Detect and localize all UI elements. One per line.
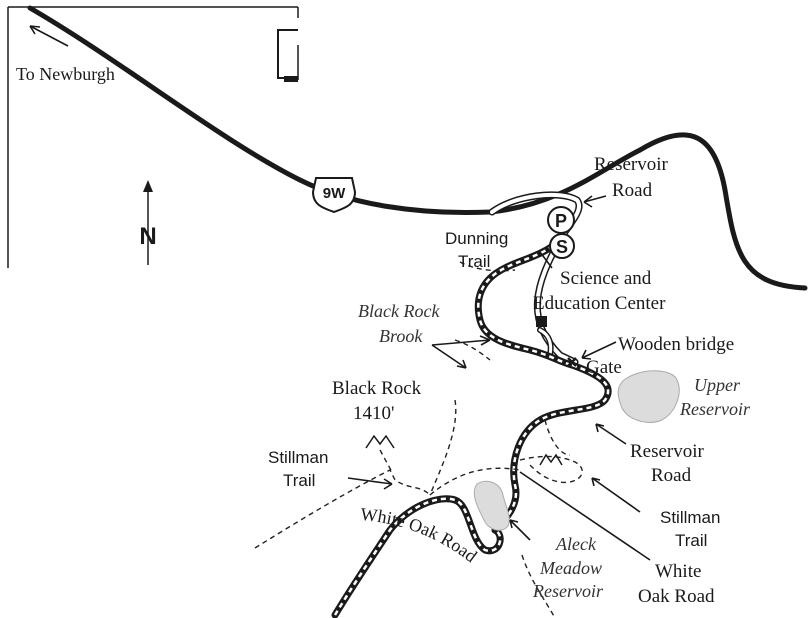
route-shield-label: 9W — [323, 185, 346, 202]
gate-marker — [567, 357, 577, 367]
parking-marker: P — [547, 206, 575, 234]
to-newburgh-label: To Newburgh — [16, 64, 115, 84]
to-newburgh-arrow — [29, 25, 69, 47]
stillman-trail-left-line1: Stillman — [268, 448, 328, 467]
north-label: N — [139, 223, 156, 250]
aleck-meadow-reservoir-shape — [473, 480, 510, 531]
white-oak-road — [331, 495, 504, 618]
black-rock-peak-elevation: 1410' — [353, 403, 394, 424]
reservoir-road-mid-line2: Road — [651, 465, 692, 486]
pointer-arrows — [347, 195, 651, 561]
dunning-trail-line2: Trail — [458, 252, 490, 271]
route-9w-road — [27, 5, 808, 291]
black-rock-peak-name: Black Rock — [332, 378, 422, 399]
gate-label: Gate — [586, 357, 622, 378]
science-marker: S — [549, 233, 575, 259]
stillman-trail-right-line2: Trail — [675, 531, 707, 550]
aleck-meadow-line2: Meadow — [539, 558, 602, 578]
route-9w-shield: 9W — [311, 177, 357, 214]
stillman-trail-left-line2: Trail — [283, 471, 315, 490]
stillman-trail-right-line1: Stillman — [660, 508, 720, 527]
reservoir-road-south — [491, 361, 612, 534]
white-oak-road-right-line1: White — [655, 561, 701, 582]
white-oak-road-right-line2: Oak Road — [638, 586, 715, 607]
black-rock-brook-line1: Black Rock — [358, 301, 440, 321]
science-center-building — [536, 316, 547, 327]
upper-reservoir-line2: Reservoir — [679, 399, 751, 419]
science-center-line2: Education Center — [533, 293, 666, 314]
wooden-bridge-label: Wooden bridge — [618, 334, 734, 355]
dunning-trail-line1: Dunning — [445, 229, 508, 248]
inset-frame — [7, 6, 299, 268]
north-arrow: N — [139, 180, 157, 265]
upper-reservoir-shape — [617, 370, 680, 423]
science-center-line1: Science and — [560, 268, 652, 289]
black-rock-brook — [474, 236, 576, 369]
stillman-trail-dashed — [254, 339, 583, 618]
upper-reservoir-line1: Upper — [694, 375, 741, 395]
aleck-meadow-line3: Reservoir — [532, 581, 604, 601]
reservoir-road-top-line1: Reservoir — [594, 154, 669, 175]
aleck-meadow-line1: Aleck — [555, 534, 597, 554]
black-rock-brook-line2: Brook — [379, 326, 423, 346]
reservoir-road-top-line2: Road — [612, 180, 653, 201]
parking-label: P — [555, 211, 567, 231]
reservoir-road-mid-line1: Reservoir — [630, 441, 705, 462]
science-marker-label: S — [556, 237, 568, 257]
dunning-trail-dashed — [459, 261, 516, 272]
peak-icon — [365, 434, 563, 466]
